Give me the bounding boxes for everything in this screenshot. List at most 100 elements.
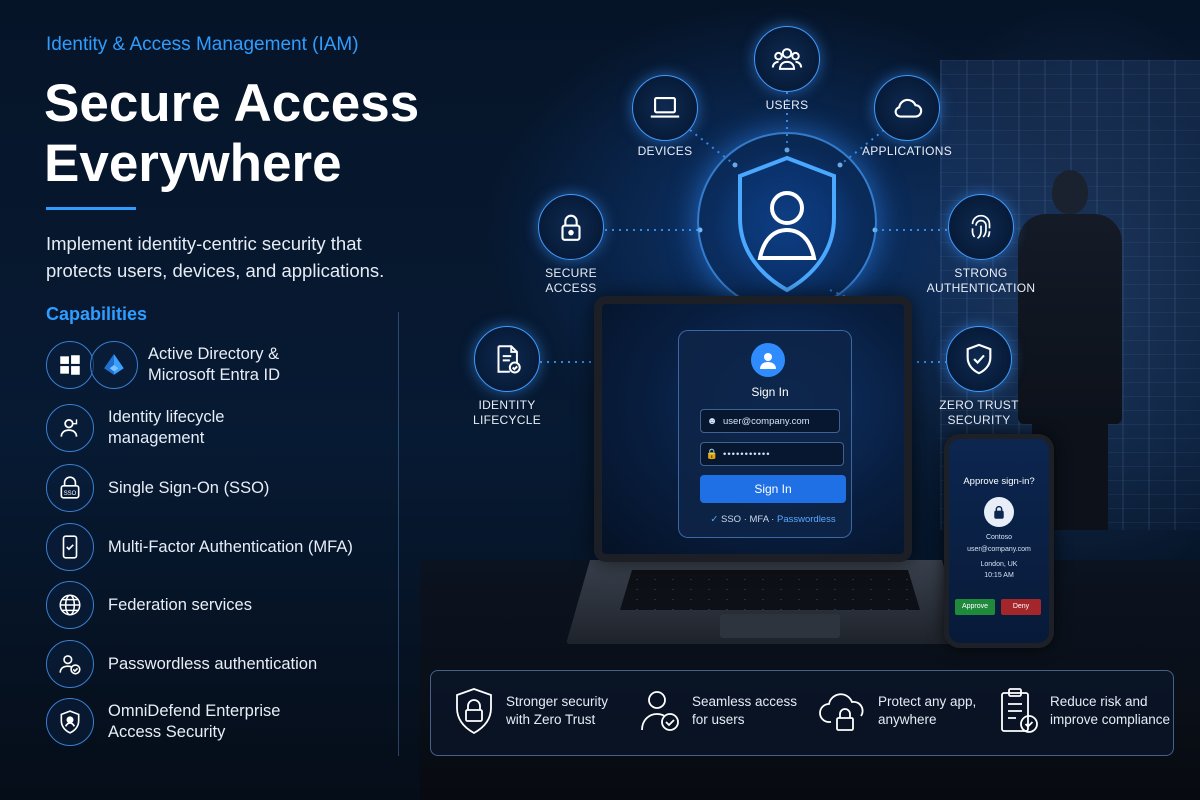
document-check-icon — [497, 345, 521, 374]
benefit-seamless-access: Seamless access for users — [638, 686, 822, 736]
svg-text:SSO: SSO — [64, 491, 77, 497]
devices-node — [632, 75, 698, 141]
phone-location: London, UK — [980, 561, 1018, 568]
separator: · — [743, 514, 747, 525]
sso-badge: SSO — [721, 514, 742, 525]
benefit-label-line-2: anywhere — [878, 712, 937, 727]
applications-node — [874, 75, 940, 141]
shield-check-icon — [966, 343, 992, 375]
capability-item-lifecycle: Identity lifecycle management — [46, 404, 348, 452]
passwordless-link[interactable]: Passwordless — [776, 514, 836, 525]
capability-label-line-2: Microsoft Entra ID — [148, 366, 281, 384]
capability-label-line-1: Identity lifecycle — [108, 408, 225, 426]
sso-lock-icon: SSO — [46, 464, 94, 512]
shield-user-icon — [46, 698, 94, 746]
user-check-icon — [46, 640, 94, 688]
zero-trust-label: ZERO TRUST SECURITY — [914, 398, 1044, 428]
phone — [944, 434, 1054, 648]
benefit-label-line-1: Stronger security — [506, 694, 609, 709]
secure-access-label: SECURE ACCESS — [506, 266, 636, 296]
zero-trust-label-line-1: ZERO TRUST — [939, 398, 1019, 412]
laptop-touchpad — [720, 614, 840, 638]
identity-lifecycle-label: IDENTITY LIFECYCLE — [442, 398, 572, 428]
capability-label: Passwordless authentication — [108, 654, 318, 673]
password-field[interactable]: 🔒 ••••••••••• — [700, 442, 844, 466]
benefit-label: Seamless access for users — [692, 693, 822, 729]
user-icon: ☻ — [706, 415, 718, 427]
secure-access-label-line-1: SECURE — [545, 266, 597, 280]
eyebrow-title: Identity & Access Management (IAM) — [46, 34, 359, 55]
laptop-icon — [650, 97, 680, 118]
benefit-label: Stronger security with Zero Trust — [506, 693, 636, 729]
phone-email: user@company.com — [967, 546, 1031, 553]
headline-line-2: Everywhere — [44, 134, 342, 193]
fingerprint-icon — [971, 214, 991, 240]
benefit-label: Reduce risk and improve compliance — [1050, 693, 1174, 729]
laptop-keyboard — [620, 570, 920, 610]
capability-label: Active Directory & Microsoft Entra ID — [148, 344, 348, 386]
clipboard-check-icon — [1001, 688, 1038, 733]
capability-label: Federation services — [108, 595, 252, 614]
approve-button[interactable]: Approve — [955, 599, 995, 615]
capability-label: OmniDefend Enterprise Access Security — [108, 701, 348, 743]
globe-icon — [46, 581, 94, 629]
benefit-label-line-2: improve compliance — [1050, 712, 1171, 727]
secure-access-node — [538, 194, 604, 260]
capability-item-omnidefend: OmniDefend Enterprise Access Security — [46, 698, 348, 746]
benefit-label-line-1: Reduce risk and — [1050, 694, 1148, 709]
sign-in-button[interactable]: Sign In — [700, 475, 846, 503]
users-label: USERS — [765, 98, 809, 112]
strong-authentication-label-line-2: AUTHENTICATION — [926, 281, 1036, 295]
sign-in-title: Sign In — [751, 385, 789, 399]
deny-button[interactable]: Deny — [1001, 599, 1041, 615]
email-field[interactable]: ☻ user@company.com — [700, 409, 840, 433]
capability-item-federation: Federation services — [46, 581, 348, 629]
benefit-label-line-2: for users — [692, 712, 745, 727]
benefit-zero-trust: Stronger security with Zero Trust — [452, 686, 636, 736]
capability-label: Identity lifecycle management — [108, 407, 348, 449]
benefit-reduce-risk: Reduce risk and improve compliance — [996, 686, 1174, 736]
phone-prompt-title: Approve sign-in? — [963, 476, 1035, 487]
strong-authentication-node — [948, 194, 1014, 260]
capability-label-line-1: Active Directory & — [148, 345, 280, 363]
phone-time: 10:15 AM — [984, 572, 1014, 579]
capability-label-line-2: Access Security — [108, 723, 226, 741]
shield-user-icon — [738, 155, 836, 293]
identity-lifecycle-node — [474, 326, 540, 392]
windows-icon — [46, 341, 94, 389]
benefit-label-line-1: Protect any app, — [878, 694, 977, 709]
title-underline — [46, 207, 136, 210]
capability-item-passwordless: Passwordless authentication — [46, 640, 348, 688]
capability-item-sso: SSO Single Sign-On (SSO) — [46, 464, 348, 512]
column-divider — [398, 312, 399, 756]
left-panel: Identity & Access Management (IAM) Secur… — [0, 0, 420, 800]
identity-lifecycle-label-line-1: IDENTITY — [478, 398, 536, 412]
identity-lifecycle-label-line-2: LIFECYCLE — [472, 413, 542, 427]
email-field-value: user@company.com — [723, 415, 810, 427]
applications-label: APPLICATIONS — [861, 144, 953, 158]
entra-icon — [90, 341, 138, 389]
user-sync-icon — [46, 404, 94, 452]
phone-check-icon — [46, 523, 94, 571]
benefit-label-line-2: with Zero Trust — [506, 712, 596, 727]
sign-in-footer: ✓ SSO · MFA · Passwordless — [700, 514, 846, 525]
capability-label-line-2: management — [108, 429, 205, 447]
capabilities-heading: Capabilities — [46, 304, 148, 324]
cloud-icon — [894, 98, 923, 118]
phone-org: Contoso — [985, 534, 1013, 541]
user-icon — [760, 353, 776, 369]
mfa-badge: MFA — [749, 514, 769, 525]
cloud-lock-icon — [819, 693, 864, 731]
shield-lock-icon — [456, 688, 492, 735]
capability-label: Single Sign-On (SSO) — [108, 478, 270, 497]
devices-label: DEVICES — [637, 144, 693, 158]
headline-line-1: Secure Access — [44, 74, 420, 133]
strong-authentication-label-line-1: STRONG — [954, 266, 1008, 280]
lock-icon — [561, 214, 581, 241]
benefit-label-line-1: Seamless access — [692, 694, 798, 709]
benefits-bar — [430, 670, 1174, 756]
password-field-value: ••••••••••• — [723, 448, 771, 460]
capability-label: Multi-Factor Authentication (MFA) — [108, 537, 353, 556]
zero-trust-node — [946, 326, 1012, 392]
users-node — [754, 26, 820, 92]
